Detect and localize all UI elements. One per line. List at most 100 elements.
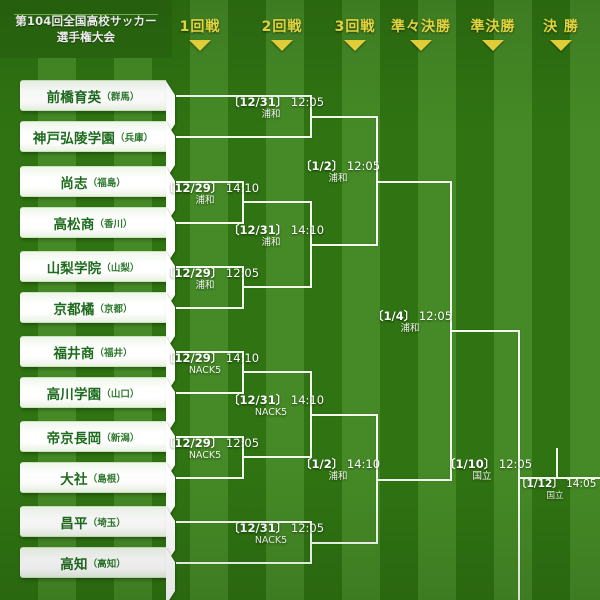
match-date: 〔12/29〕: [163, 436, 223, 450]
match-date: 〔12/31〕: [228, 95, 288, 109]
bracket-line: [242, 456, 312, 458]
team-box-tip: [166, 122, 175, 179]
round-label: 決 勝: [543, 19, 579, 35]
team-box-tip: [166, 422, 175, 479]
team-box[interactable]: 昌平（埼玉）: [20, 506, 175, 564]
team-box[interactable]: 大社（島根）: [20, 462, 175, 520]
match-label-r1-b[interactable]: 〔12/29〕 12:05 浦和: [163, 267, 259, 292]
team-box[interactable]: 高知（高知）: [20, 547, 175, 600]
round-header-final: 決 勝: [516, 16, 600, 51]
match-date: 〔12/31〕: [228, 393, 288, 407]
chevron-down-icon: [344, 40, 366, 51]
bracket-line: [556, 448, 558, 478]
chevron-down-icon: [550, 40, 572, 51]
match-label-r2-c[interactable]: 〔12/31〕 14:10 NACK5: [228, 393, 324, 419]
bracket-line: [176, 95, 312, 97]
match-label-r3-b[interactable]: 〔1/2〕 14:10 浦和: [300, 457, 380, 483]
match-label-final[interactable]: 〔1/12〕 14:05 国立: [516, 478, 597, 502]
bracket-line: [176, 562, 312, 564]
team-box[interactable]: 高川学園（山口）: [20, 377, 175, 435]
team-box[interactable]: 神戸弘陵学園（兵庫）: [20, 121, 175, 179]
match-date: 〔12/29〕: [163, 351, 223, 365]
match-time: 14:10: [346, 457, 381, 471]
bracket-line: [176, 351, 244, 353]
match-label-r2-a[interactable]: 〔12/31〕 12:05 浦和: [228, 95, 324, 121]
team-prefecture: （島根）: [87, 473, 126, 485]
round-label: 準々決勝: [391, 19, 451, 35]
bracket-line: [176, 307, 244, 309]
bracket-line: [176, 392, 244, 394]
bracket-line: [450, 330, 520, 332]
team-name: 昌平: [60, 515, 88, 532]
match-venue: NACK5: [188, 365, 222, 376]
title-line-2: 選手権大会: [56, 30, 116, 44]
match-label-r1-c[interactable]: 〔12/29〕 14:10 NACK5: [163, 351, 259, 377]
bracket-line: [176, 266, 244, 268]
match-time: 14:05: [566, 478, 597, 490]
match-date: 〔12/31〕: [228, 223, 288, 237]
match-time: 12:05: [418, 309, 453, 323]
match-venue: 国立: [472, 471, 492, 482]
team-name: 高川学園: [46, 386, 102, 403]
match-label-r1-a[interactable]: 〔12/29〕 14:10 浦和: [163, 181, 259, 207]
match-date: 〔1/2〕: [300, 457, 344, 471]
match-time: 12:05: [290, 95, 325, 109]
team-prefecture: （京都）: [94, 303, 133, 315]
team-name: 大社: [60, 471, 88, 488]
team-name: 京都橘: [53, 301, 95, 318]
match-time: 12:05: [225, 266, 260, 280]
match-time: 12:05: [290, 521, 325, 535]
bracket-line: [518, 477, 600, 479]
match-time: 12:05: [225, 436, 260, 450]
match-venue: 浦和: [328, 471, 348, 482]
page-title: 第104回全国高校サッカー 選手権大会: [0, 0, 172, 58]
team-box[interactable]: 帝京長岡（新潟）: [20, 421, 175, 479]
team-name: 尚志: [60, 175, 88, 192]
team-box-tip: [166, 293, 175, 350]
chevron-down-icon: [189, 40, 211, 51]
team-name: 前橋育英: [46, 89, 102, 106]
match-time: 14:10: [225, 351, 260, 365]
team-box[interactable]: 尚志（福島）: [20, 166, 175, 224]
team-box-tip: [166, 463, 175, 520]
match-label-r2-d[interactable]: 〔12/31〕 12:05 NACK5: [228, 522, 324, 547]
round-header-quarterfinal: 準々決勝: [376, 16, 466, 51]
match-time: 14:10: [290, 223, 325, 237]
match-label-quarterfinal[interactable]: 〔1/4〕 12:05 浦和: [372, 309, 452, 335]
team-name: 福井商: [53, 345, 95, 362]
team-box[interactable]: 高松商（香川）: [20, 207, 175, 265]
round-header-1: 1回戦: [155, 16, 245, 51]
match-label-r3-a[interactable]: 〔1/2〕 12:05 浦和: [300, 160, 380, 185]
match-date: 〔12/29〕: [163, 181, 223, 195]
team-box-tip: [166, 167, 175, 224]
team-prefecture: （兵庫）: [115, 132, 154, 144]
match-venue: NACK5: [254, 407, 288, 418]
team-box[interactable]: 福井商（福井）: [20, 336, 175, 394]
match-label-r1-d[interactable]: 〔12/29〕 12:05 NACK5: [163, 436, 259, 462]
round-label: 準決勝: [470, 19, 516, 35]
bracket-line: [176, 222, 244, 224]
match-label-semifinal[interactable]: 〔1/10〕 12:05 国立: [444, 457, 532, 483]
team-name: 高知: [60, 556, 88, 573]
team-box-tip: [166, 208, 175, 265]
match-label-r2-b[interactable]: 〔12/31〕 14:10 浦和: [228, 223, 324, 249]
team-box[interactable]: 京都橘（京都）: [20, 292, 175, 350]
round-label: 3回戦: [334, 19, 376, 35]
team-prefecture: （埼玉）: [87, 517, 126, 529]
round-label: 1回戦: [179, 19, 221, 35]
team-box[interactable]: 前橋育英（群馬）: [20, 80, 175, 138]
match-venue: 浦和: [261, 237, 281, 248]
chevron-down-icon: [482, 40, 504, 51]
team-box-tip: [166, 81, 175, 138]
match-time: 12:05: [346, 159, 381, 173]
team-box[interactable]: 山梨学院（山梨）: [20, 251, 175, 309]
team-name: 山梨学院: [46, 260, 102, 277]
match-time: 14:10: [225, 181, 260, 195]
match-date: 〔1/4〕: [372, 309, 416, 323]
match-venue: 浦和: [195, 195, 215, 206]
bracket-line: [176, 136, 312, 138]
match-venue: 国立: [546, 491, 564, 501]
bracket-line: [518, 330, 520, 600]
match-date: 〔1/10〕: [444, 457, 496, 471]
chevron-down-icon: [271, 40, 293, 51]
